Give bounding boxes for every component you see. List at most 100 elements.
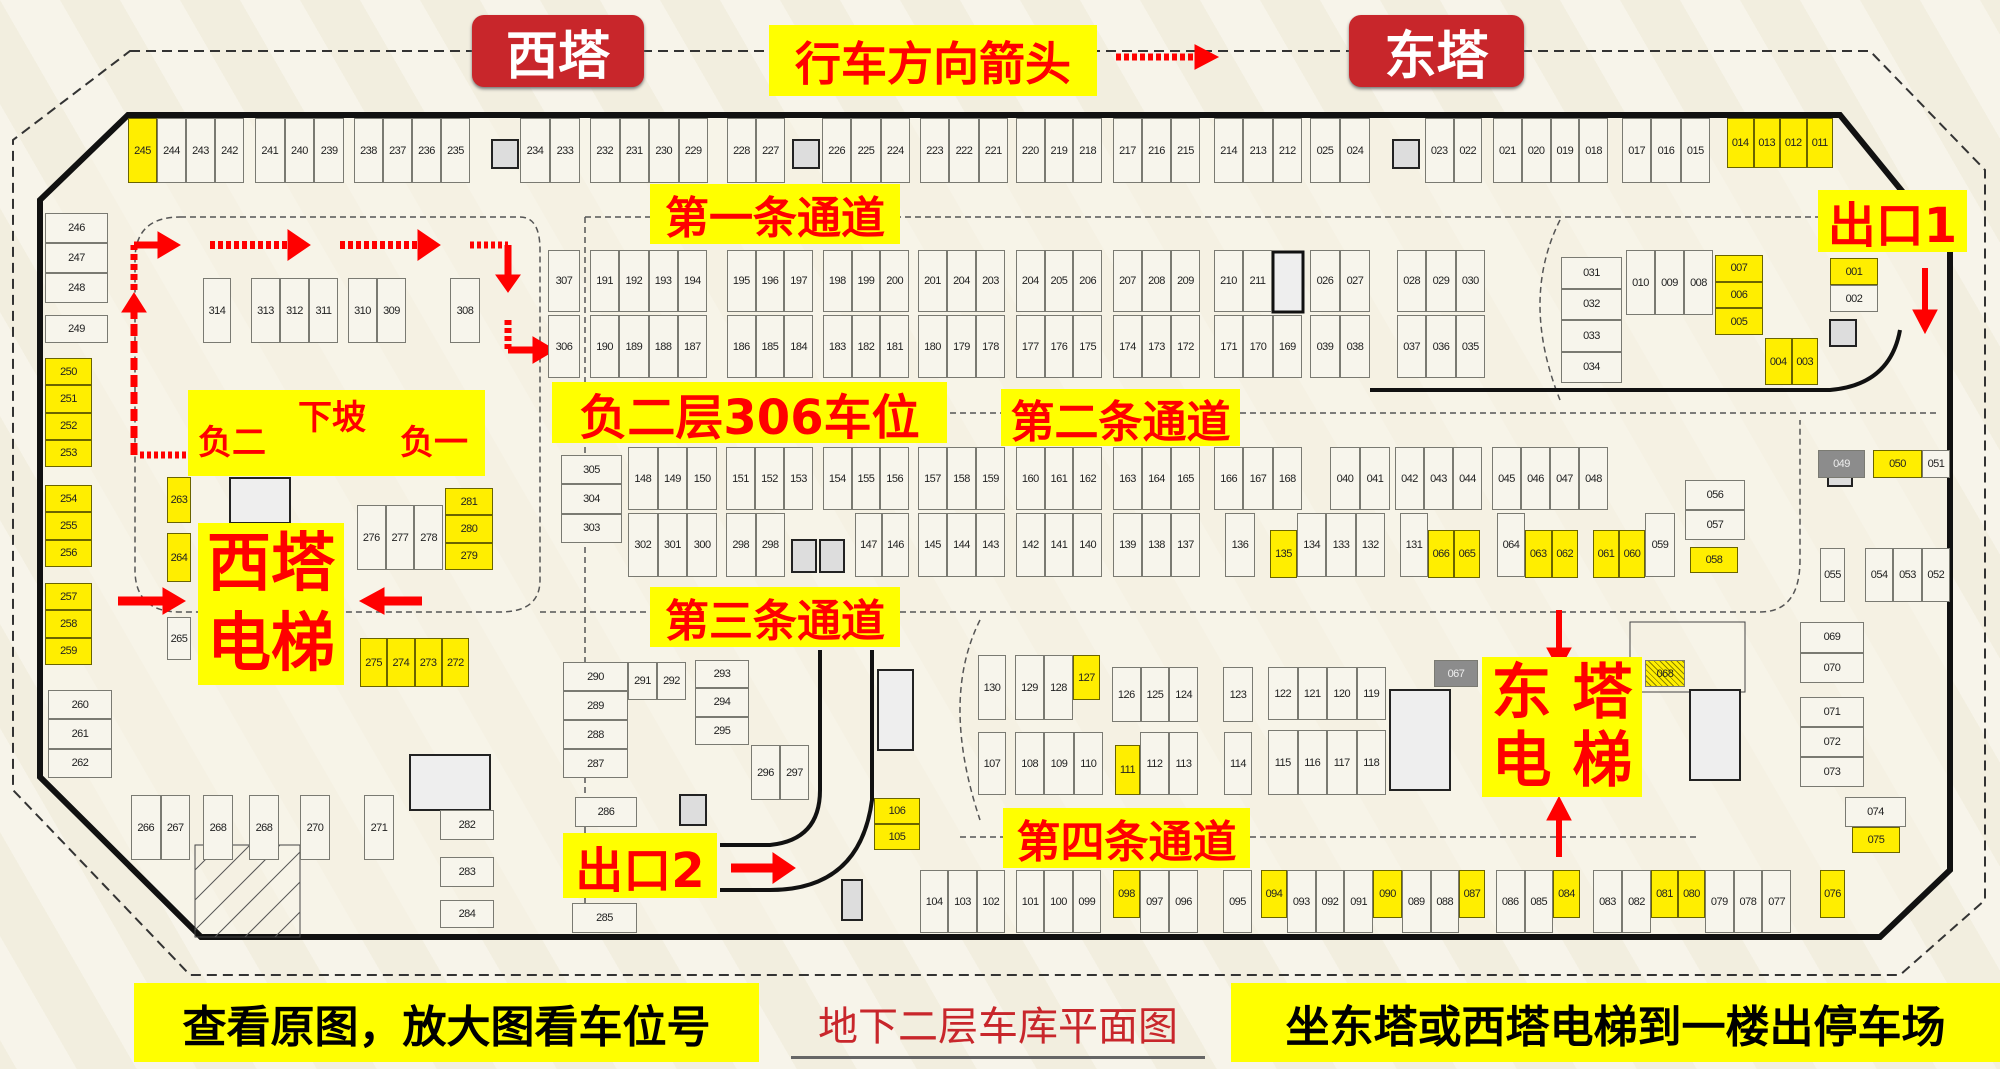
parking-stall: 065: [1454, 530, 1480, 578]
parking-stall: 189: [619, 315, 649, 378]
parking-stall: 303: [561, 513, 622, 543]
parking-stall: 129: [1015, 655, 1044, 720]
parking-stall: 294: [695, 688, 749, 717]
exit-2-label: 出口2: [563, 833, 717, 898]
parking-stall: 181: [880, 315, 909, 378]
parking-stall: 058: [1690, 547, 1738, 573]
parking-stall: 203: [976, 250, 1005, 312]
parking-stall: 304: [561, 484, 622, 514]
parking-stall: 282: [440, 810, 494, 840]
parking-stall: 084: [1553, 870, 1580, 918]
parking-stall: 190: [590, 315, 620, 378]
parking-stall: 024: [1340, 118, 1370, 183]
parking-stall: 109: [1044, 732, 1074, 795]
parking-stall: 101: [1016, 870, 1045, 933]
parking-stall: 182: [851, 315, 881, 378]
parking-stall: 056: [1685, 480, 1745, 510]
parking-stall: 095: [1223, 870, 1252, 933]
parking-stall: 241: [255, 118, 285, 183]
parking-stall: 204: [1016, 250, 1045, 312]
parking-stall: 070: [1800, 652, 1864, 683]
parking-stall: 296: [751, 745, 780, 800]
parking-stall: 243: [186, 118, 215, 183]
parking-stall: 285: [572, 903, 637, 933]
parking-stall: 308: [450, 278, 480, 343]
parking-stall: 157: [918, 447, 947, 510]
parking-stall: 277: [385, 505, 415, 570]
parking-stall: 083: [1593, 870, 1622, 933]
parking-stall: 254: [45, 485, 92, 513]
passage-4-label: 第四条通道: [1003, 808, 1250, 868]
parking-stall: 007: [1715, 255, 1763, 282]
parking-stall: 105: [874, 824, 920, 850]
parking-stall: 001: [1830, 258, 1878, 285]
parking-stall: 146: [882, 513, 909, 577]
parking-stall: 221: [978, 118, 1008, 183]
parking-stall: 090: [1373, 870, 1402, 918]
parking-stall: 118: [1356, 730, 1386, 795]
parking-stall: 248: [45, 273, 108, 303]
parking-stall: 041: [1360, 447, 1390, 510]
parking-stall: 081: [1651, 870, 1678, 918]
parking-stall: 128: [1044, 655, 1073, 720]
parking-stall: 194: [677, 250, 707, 312]
parking-stall: 045: [1492, 447, 1521, 510]
parking-stall: 086: [1496, 870, 1525, 933]
parking-stall: 197: [784, 250, 813, 312]
parking-stall: 206: [1073, 250, 1102, 312]
parking-stall: 042: [1395, 447, 1424, 510]
parking-stall: 249: [45, 315, 108, 343]
parking-stall: 132: [1355, 513, 1385, 577]
parking-stall: 239: [314, 118, 344, 183]
parking-stall: 032: [1561, 288, 1622, 320]
parking-stall: 102: [976, 870, 1005, 933]
parking-stall: 216: [1142, 118, 1171, 183]
parking-stall: 198: [823, 250, 852, 312]
parking-stall: 110: [1073, 732, 1103, 795]
parking-stall: 274: [387, 638, 415, 687]
parking-stall: 009: [1655, 250, 1684, 315]
parking-stall: 184: [784, 315, 813, 378]
parking-stall: 044: [1453, 447, 1482, 510]
parking-stall: 185: [755, 315, 785, 378]
parking-stall: 125: [1140, 667, 1170, 722]
parking-stall: 156: [880, 447, 909, 510]
parking-stall: 293: [695, 660, 749, 689]
passage-3-label: 第三条通道: [650, 587, 900, 647]
stairs-icon: [229, 477, 1741, 811]
parking-stall: 173: [1142, 315, 1171, 378]
parking-stall: 288: [563, 720, 628, 749]
parking-stall: 222: [949, 118, 979, 183]
parking-stall: 072: [1800, 727, 1864, 757]
parking-stall: 192: [619, 250, 649, 312]
parking-stall: 100: [1044, 870, 1073, 933]
parking-stall: 142: [1016, 513, 1045, 577]
zoom-hint-note: 查看原图，放大图看车位号: [134, 983, 759, 1062]
parking-stall: 143: [976, 513, 1005, 577]
parking-stall: 093: [1287, 870, 1316, 933]
parking-stall: 108: [1015, 732, 1045, 795]
parking-stall: 075: [1852, 827, 1900, 853]
parking-stall: 066: [1428, 530, 1454, 578]
parking-stall: 286: [575, 797, 637, 827]
parking-stall: 051: [1922, 450, 1950, 478]
parking-stall: 175: [1073, 315, 1102, 378]
parking-stall: 273: [414, 638, 442, 687]
stairwell-icon: [1271, 250, 1305, 314]
parking-stall: 287: [563, 749, 628, 778]
parking-stall: 214: [1214, 118, 1244, 183]
parking-stall: 074: [1845, 797, 1906, 827]
parking-stall: 080: [1678, 870, 1705, 918]
parking-stall: 260: [48, 690, 112, 720]
target-spot-label: 负二层306车位: [552, 382, 947, 443]
parking-stall: 136: [1225, 513, 1255, 577]
parking-stall: 204: [947, 250, 976, 312]
parking-stall: 178: [976, 315, 1005, 378]
parking-stall: 264: [167, 533, 191, 582]
parking-stall: 094: [1261, 870, 1287, 918]
parking-stall: 046: [1521, 447, 1550, 510]
parking-stall: 193: [648, 250, 678, 312]
parking-stall: 073: [1800, 757, 1864, 787]
parking-stall: 188: [648, 315, 678, 378]
parking-stall: 012: [1780, 118, 1807, 168]
